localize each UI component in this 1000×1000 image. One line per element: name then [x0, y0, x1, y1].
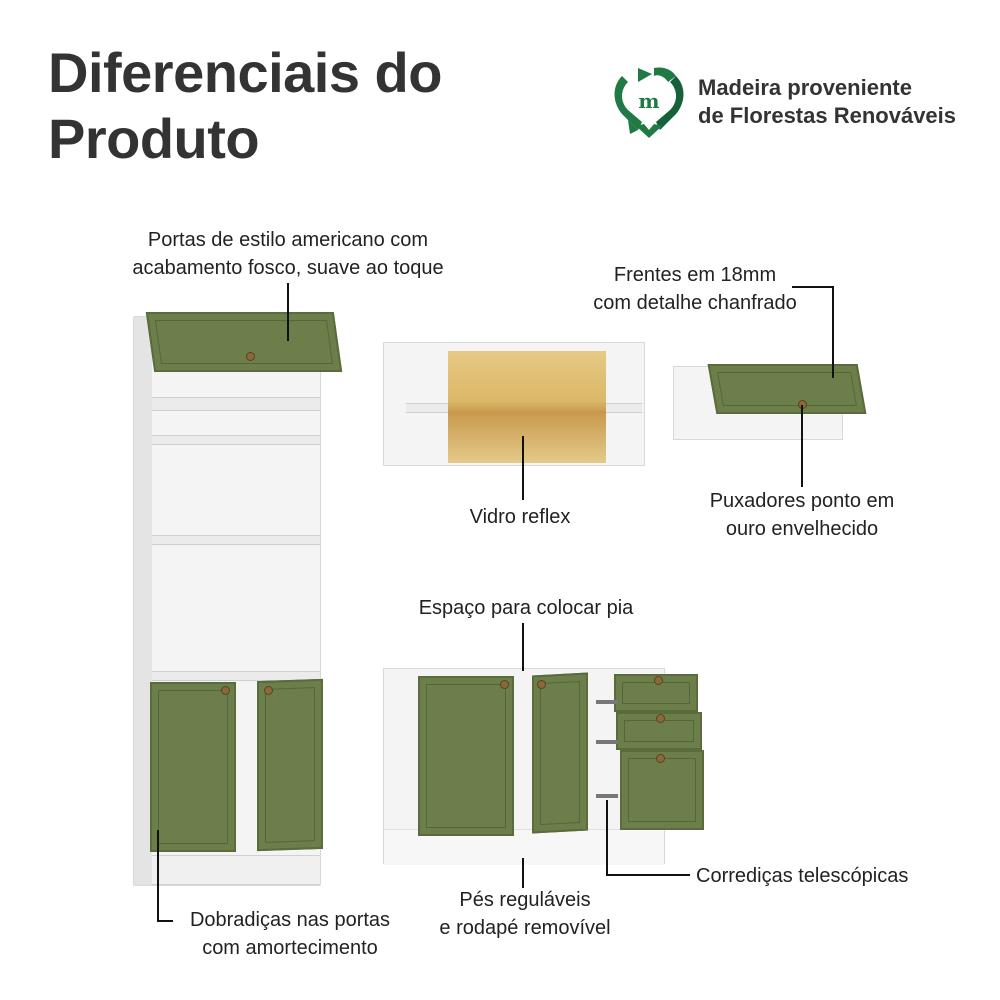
callout-portas-line2: acabamento fosco, suave ao toque — [132, 257, 444, 279]
leader-line-corredicas-v — [606, 800, 608, 876]
callout-pes-line1: Pés reguláveis — [459, 889, 591, 911]
callout-espaco: Espaço para colocar pia — [396, 594, 656, 622]
svg-text:m: m — [638, 89, 659, 113]
callout-dobradicas: Dobradiças nas portas com amortecimento — [172, 906, 408, 962]
leader-line-frentes-v — [832, 286, 834, 378]
tall-top-flip-door — [145, 312, 343, 372]
handle-knob — [264, 686, 273, 695]
leader-line-espaco — [522, 623, 524, 671]
page-title: Diferenciais do Produto — [48, 40, 442, 172]
telescopic-slide — [596, 740, 618, 744]
drawer-3 — [620, 750, 704, 830]
recycle-heart-m-icon: m — [614, 67, 684, 138]
callout-espaco-line1: Espaço para colocar pia — [418, 597, 634, 619]
callout-puxadores-line1: Puxadores ponto em — [709, 490, 895, 512]
leader-line-pes — [522, 858, 524, 888]
callout-corredicas-line1: Corrediças telescópicas — [696, 865, 909, 887]
handle-knob — [537, 680, 546, 689]
leader-line-corredicas-h — [606, 874, 690, 876]
reflex-glass-panel — [448, 351, 606, 463]
badge-text: Madeira proveniente de Florestas Renováv… — [698, 74, 956, 130]
title-line-1: Diferenciais do — [48, 41, 442, 104]
sustainability-badge: m Madeira proveniente de Florestas Renov… — [608, 64, 956, 140]
callout-dobradicas-line2: com amortecimento — [202, 937, 378, 959]
leader-line-frentes-h — [792, 286, 834, 288]
callout-frentes: Frentes em 18mm com detalhe chanfrado — [575, 261, 815, 317]
callout-portas-line1: Portas de estilo americano com — [147, 229, 429, 251]
telescopic-slide — [596, 700, 618, 704]
tall-left-door — [150, 682, 236, 852]
telescopic-slide — [596, 794, 618, 798]
glass-wall-cabinet — [383, 342, 645, 466]
handle-knob — [500, 680, 509, 689]
callout-puxadores: Puxadores ponto em ouro envelhecido — [692, 487, 912, 543]
callout-frentes-line2: com detalhe chanfrado — [593, 292, 797, 314]
callout-vidro-line1: Vidro reflex — [469, 506, 571, 528]
leader-line-vidro — [522, 436, 524, 500]
leader-line-dobradicas-h — [157, 920, 173, 922]
callout-vidro: Vidro reflex — [440, 503, 600, 531]
callout-frentes-line1: Frentes em 18mm — [613, 264, 777, 286]
callout-puxadores-line2: ouro envelhecido — [725, 518, 879, 540]
callout-portas: Portas de estilo americano com acabament… — [108, 226, 468, 282]
handle-knob — [221, 686, 230, 695]
callout-corredicas: Corrediças telescópicas — [696, 862, 944, 890]
small-flip-door — [707, 364, 867, 414]
handle-knob — [246, 352, 255, 361]
handle-knob — [654, 676, 663, 685]
badge-line-2: de Florestas Renováveis — [698, 103, 957, 128]
drawer-2 — [616, 712, 702, 750]
leader-line-dobradicas-v — [157, 830, 159, 922]
handle-knob — [656, 754, 665, 763]
leader-line-portas — [287, 283, 289, 341]
callout-pes-line2: e rodapé removível — [439, 917, 611, 939]
badge-line-1: Madeira proveniente — [698, 75, 912, 100]
callout-dobradicas-line1: Dobradiças nas portas — [189, 909, 391, 931]
title-line-2: Produto — [48, 107, 260, 170]
base-right-door — [532, 672, 588, 834]
callout-pes: Pés reguláveis e rodapé removível — [420, 886, 630, 942]
handle-knob — [656, 714, 665, 723]
leader-line-puxadores — [801, 405, 803, 487]
tall-right-door — [257, 678, 323, 852]
base-left-door — [418, 676, 514, 836]
